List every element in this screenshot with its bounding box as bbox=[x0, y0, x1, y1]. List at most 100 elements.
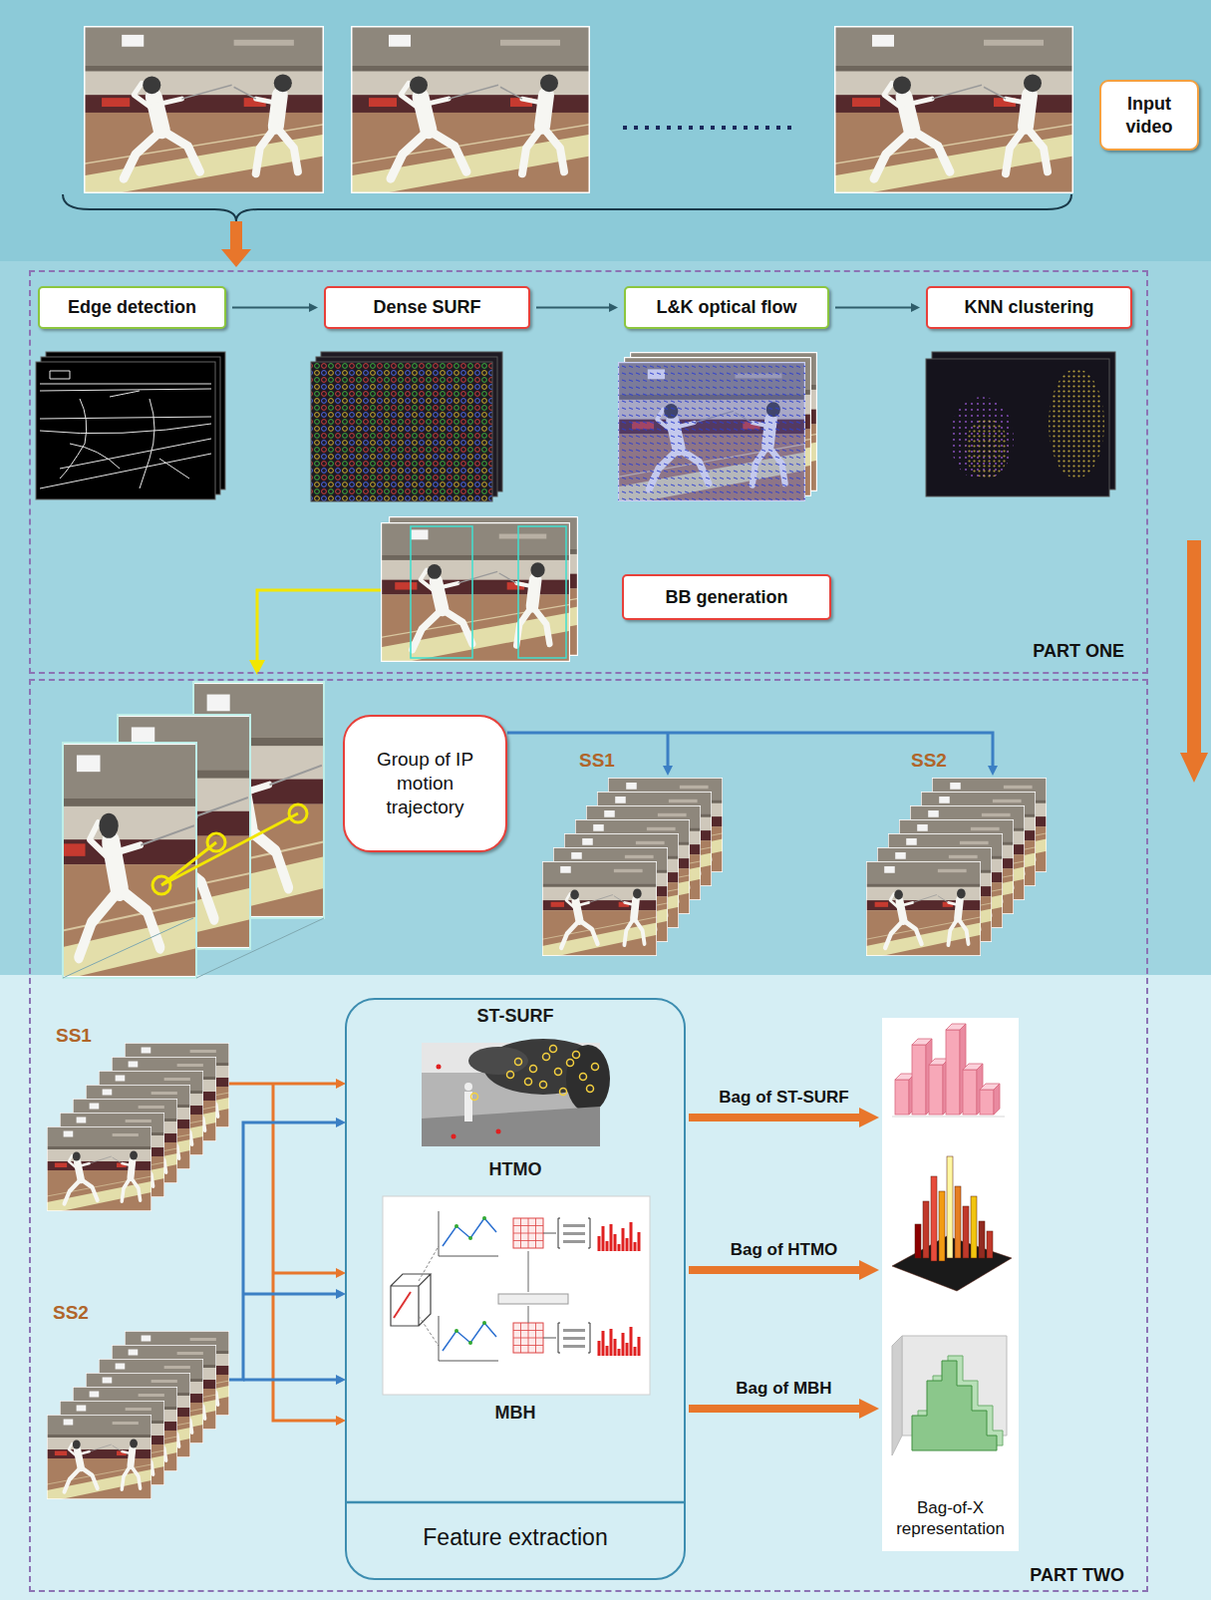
ss1-stack bbox=[46, 1042, 230, 1214]
cluster-image bbox=[925, 358, 1110, 497]
pink-histogram bbox=[928, 1064, 943, 1115]
cluster-image bbox=[1048, 368, 1105, 479]
heat-histogram bbox=[962, 1206, 969, 1258]
feature-label: HTMO bbox=[489, 1159, 543, 1181]
mbh-figure bbox=[563, 1223, 586, 1227]
heat-histogram bbox=[946, 1156, 953, 1258]
optical-flow-image bbox=[617, 361, 806, 507]
pink-histogram bbox=[979, 1089, 994, 1115]
st-surf-image bbox=[567, 1059, 575, 1067]
edge-image bbox=[35, 351, 226, 500]
node-label: KNN clustering bbox=[963, 296, 1094, 319]
input-frames bbox=[83, 25, 324, 200]
node-label: Feature extraction bbox=[422, 1522, 607, 1552]
bag-panel: Bag-of-X representation bbox=[882, 1017, 1019, 1551]
st-surf-image bbox=[530, 1065, 538, 1073]
node-label: BB generation bbox=[664, 586, 788, 609]
trajectory-frames bbox=[207, 833, 226, 852]
node-label: Edge detection bbox=[67, 296, 197, 319]
mbh-figure bbox=[454, 1223, 459, 1228]
label-slot: MBH bbox=[495, 1402, 537, 1424]
surf-image bbox=[310, 361, 493, 502]
cluster-image bbox=[949, 396, 1014, 481]
pink-histogram bbox=[945, 1029, 960, 1115]
optical-flow-image bbox=[617, 361, 806, 502]
mbh-figure bbox=[393, 1291, 411, 1318]
edge-label-slot: Bag of HTMO bbox=[730, 1239, 839, 1260]
brace bbox=[62, 194, 1072, 222]
flow-arrow bbox=[688, 1265, 860, 1274]
ss1-stack bbox=[542, 777, 723, 959]
mbh-figure bbox=[438, 1211, 499, 1256]
input-arrows bbox=[273, 1271, 336, 1275]
node-label: PART ONE bbox=[1032, 639, 1125, 663]
edge-label-slot: Bag of ST-SURF bbox=[718, 1087, 849, 1108]
part-region: PART TWOGroup of IP motion trajectoryFea… bbox=[28, 678, 1149, 1592]
bag-panel bbox=[882, 1017, 1019, 1551]
mbh-figure bbox=[498, 1293, 569, 1304]
mbh-figure bbox=[528, 1250, 530, 1323]
down-arrow bbox=[230, 221, 243, 252]
st-surf-image bbox=[550, 1045, 558, 1053]
green-histogram bbox=[892, 1335, 903, 1456]
heat-histogram bbox=[954, 1186, 961, 1258]
st-surf-image bbox=[592, 1063, 600, 1071]
edge-image bbox=[35, 361, 216, 500]
split-arrow bbox=[666, 732, 670, 766]
input-frames bbox=[83, 25, 1074, 200]
heat-histogram bbox=[978, 1220, 985, 1258]
ss2-stack bbox=[866, 861, 981, 959]
mbh-figure bbox=[442, 1217, 497, 1246]
label-slot: HTMO bbox=[489, 1159, 543, 1181]
node-label: Input video bbox=[1109, 92, 1190, 138]
flow-arrow bbox=[536, 306, 609, 309]
trajectory-frames bbox=[62, 742, 197, 978]
subset-label: SS1 bbox=[579, 749, 615, 772]
st-surf-image bbox=[525, 1078, 533, 1086]
trajectory-frames bbox=[152, 876, 171, 895]
part-region: PART ONE Edge detection Dense SURF L&K opti… bbox=[28, 270, 1149, 674]
mbh-figure bbox=[513, 1217, 544, 1248]
input-arrows bbox=[229, 1082, 336, 1086]
st-surf-image bbox=[507, 1071, 515, 1079]
st-surf-image bbox=[451, 1134, 457, 1140]
edge-label: Bag of HTMO bbox=[730, 1239, 839, 1260]
process-box: Dense SURF bbox=[323, 286, 531, 329]
input-frames bbox=[350, 25, 591, 200]
node-label: L&K optical flow bbox=[656, 296, 798, 319]
mbh-figure bbox=[438, 1211, 639, 1256]
st-surf-image bbox=[436, 1064, 442, 1070]
mbh-figure bbox=[563, 1239, 586, 1243]
ss1-stack bbox=[542, 861, 657, 959]
st-surf-image bbox=[587, 1085, 595, 1093]
mbh-figure bbox=[418, 1245, 439, 1346]
edge-image bbox=[39, 370, 212, 489]
feature-label: ST-SURF bbox=[476, 1005, 554, 1027]
pink-histogram bbox=[892, 1023, 1005, 1117]
mbh-figure bbox=[382, 1196, 650, 1395]
background-band bbox=[0, 261, 1211, 975]
input-arrows bbox=[229, 1083, 336, 1421]
heat-histogram bbox=[930, 1176, 937, 1261]
process-box: Edge detection bbox=[37, 286, 227, 329]
heat-histogram bbox=[986, 1230, 993, 1258]
pink-histogram bbox=[962, 1069, 977, 1115]
process-box: KNN clustering bbox=[925, 286, 1133, 329]
st-surf-image bbox=[555, 1068, 563, 1076]
background-band bbox=[0, 974, 1211, 1600]
st-surf-image bbox=[464, 1082, 473, 1091]
st-surf-image bbox=[580, 1073, 588, 1081]
flow-arrow bbox=[688, 1404, 860, 1413]
node-label: Bag-of-X representation bbox=[886, 1497, 1016, 1540]
down-arrow bbox=[221, 221, 252, 268]
flow-arrow bbox=[232, 306, 309, 309]
mbh-figure bbox=[390, 1273, 431, 1326]
heat-histogram bbox=[914, 1223, 921, 1258]
bb-arrow bbox=[257, 590, 381, 662]
st-surf-image bbox=[471, 1045, 600, 1101]
trajectory-frames bbox=[161, 813, 299, 886]
st-surf-image bbox=[471, 1093, 479, 1101]
